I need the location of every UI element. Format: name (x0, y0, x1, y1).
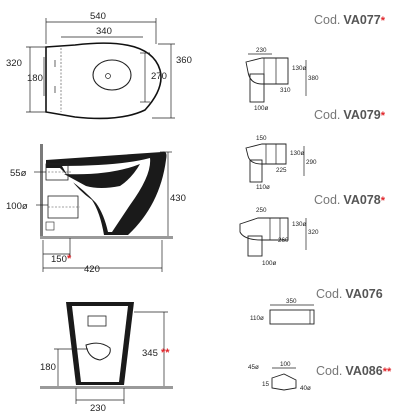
dim-floor-150: 150 (51, 254, 67, 265)
code-va076: Cod.VA076 (316, 287, 383, 301)
va076-dim-0: 350 (286, 298, 297, 305)
dim-inner-width-340: 340 (96, 26, 112, 37)
drain-mark (105, 73, 111, 79)
bowl-top-outline (45, 42, 162, 120)
accessory-va076: Cod.VA076 350 110ø (250, 287, 383, 325)
bowl-opening (92, 59, 132, 91)
va078-dim-1: 130ø (292, 221, 307, 228)
va077-dim-0: 230 (256, 47, 267, 54)
dim-seat-270: 270 (151, 71, 167, 82)
accessory-va077: Cod.VA077* 230 130ø 380 310 100ø (245, 13, 386, 112)
dim-height-320: 320 (6, 58, 22, 69)
dim-height-430: 430 (170, 193, 186, 204)
dim-height-180: 180 (27, 73, 43, 84)
va086-dim-2: 15 (262, 381, 270, 388)
code-va079: Cod.VA079* (314, 108, 386, 122)
dim-center-180: 180 (40, 362, 56, 373)
floor-offset-star: * (67, 253, 72, 265)
va086-dim-3: 40ø (300, 385, 311, 392)
va079-dim-0: 150 (256, 135, 267, 142)
va086-dim-0: 45ø (248, 364, 259, 371)
va078-dim-4: 100ø (262, 260, 277, 267)
va077-dim-4: 100ø (254, 105, 269, 112)
accessory-va078: Cod.VA078* 250 130ø 320 260 100ø (239, 193, 386, 267)
va079-dim-2: 290 (306, 159, 317, 166)
rear-outlet (87, 315, 107, 327)
dim-width-540: 540 (90, 11, 106, 22)
height-star: ** (161, 347, 170, 359)
dim-height-345: 345 (142, 348, 158, 359)
dim-inlet-100: 100ø (6, 201, 28, 212)
va078-dim-2: 320 (308, 229, 319, 236)
va078-dim-0: 250 (256, 207, 267, 214)
floor-line-rear (40, 386, 173, 389)
accessory-va079: Cod.VA079* 150 130ø 290 225 110ø (245, 108, 386, 191)
side-view: 55ø 100ø 430 150 * 420 (6, 144, 186, 275)
va077-dim-3: 310 (280, 87, 291, 94)
dim-outlet-55: 55ø (10, 168, 27, 179)
code-va078: Cod.VA078* (314, 193, 386, 207)
va077-dim-1: 130ø (292, 65, 307, 72)
code-va086: Cod.VA086** (316, 364, 392, 378)
va079-dim-4: 110ø (256, 184, 270, 191)
dim-depth-420: 420 (84, 264, 100, 275)
va077-dim-2: 380 (308, 75, 319, 82)
va076-dim-1: 110ø (250, 315, 264, 322)
wall (40, 144, 43, 237)
floor-line (40, 236, 173, 239)
va086-adapter (271, 373, 297, 391)
va078-dim-3: 260 (278, 237, 289, 244)
va076-pipe (269, 309, 315, 325)
dim-total-360: 360 (176, 55, 192, 66)
dim-width-230: 230 (90, 403, 106, 414)
code-va077: Cod.VA077* (314, 13, 386, 27)
va079-dim-3: 225 (276, 167, 287, 174)
top-view: 540 340 320 180 270 360 (6, 11, 192, 120)
rear-view: 345 ** 180 230 (40, 302, 173, 414)
va086-dim-1: 100 (280, 361, 291, 368)
va079-dim-1: 130ø (290, 150, 305, 157)
accessory-va086: Cod.VA086** 45ø 100 15 40ø (248, 361, 392, 392)
